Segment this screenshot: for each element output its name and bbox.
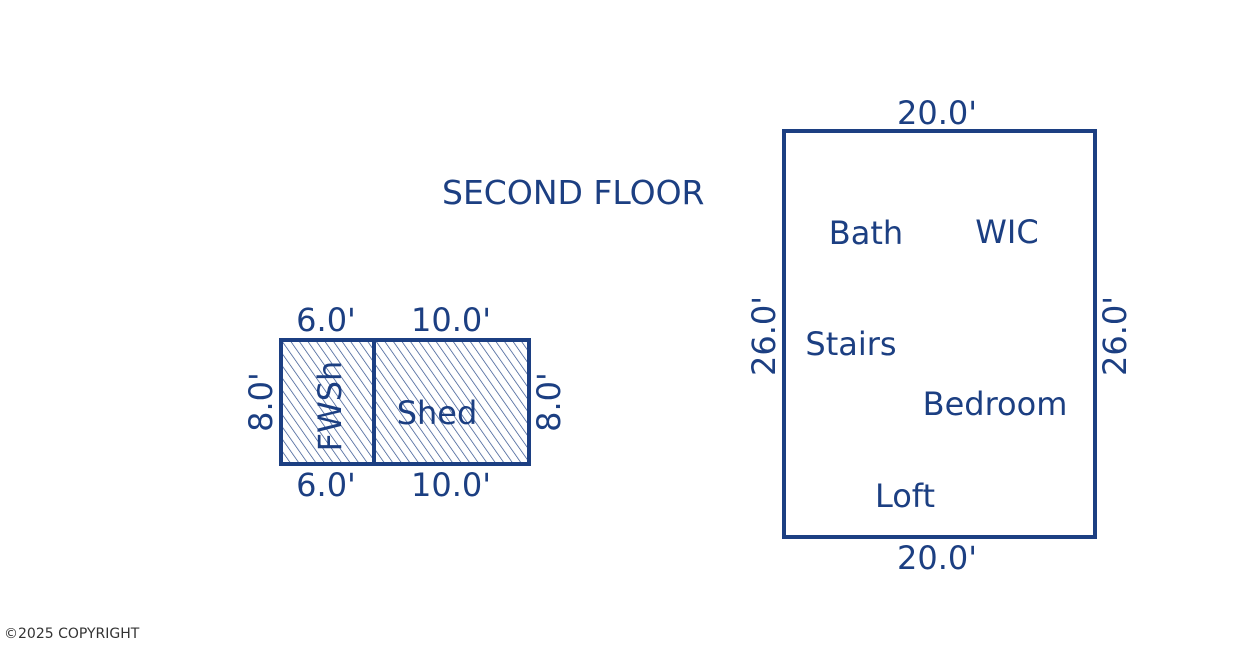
room-stairs: Stairs [805, 325, 896, 363]
outbuilding: 6.0' 10.0' 6.0' 10.0' 8.0' 8.0' FWSh She… [242, 301, 568, 504]
second-floor-plan: 20.0' 20.0' 26.0' 26.0' Bath WIC Stairs … [745, 94, 1134, 577]
shed-label: Shed [397, 394, 478, 432]
fwsh-left-dimension: 8.0' [242, 372, 280, 432]
room-bath: Bath [829, 214, 903, 252]
fwsh-area [281, 340, 374, 464]
second-floor-left-dimension: 26.0' [745, 296, 783, 376]
fwsh-top-dimension: 6.0' [296, 301, 356, 339]
room-wic: WIC [975, 213, 1038, 251]
second-floor-outline [782, 129, 1097, 539]
fwsh-label: FWSh [311, 361, 349, 452]
second-floor-right-dimension: 26.0' [1096, 296, 1134, 376]
fwsh-bottom-dimension: 6.0' [296, 466, 356, 504]
shed-top-dimension: 10.0' [411, 301, 491, 339]
room-bedroom: Bedroom [923, 385, 1068, 423]
copyright-notice: ©2025 COPYRIGHT [4, 626, 140, 642]
shed-area [374, 340, 529, 464]
floor-title: SECOND FLOOR [442, 173, 704, 212]
second-floor-bottom-dimension: 20.0' [897, 539, 977, 577]
shed-bottom-dimension: 10.0' [411, 466, 491, 504]
outbuilding-outline [279, 338, 531, 466]
shed-right-dimension: 8.0' [530, 372, 568, 432]
second-floor-top-dimension: 20.0' [897, 94, 977, 132]
room-loft: Loft [875, 477, 935, 515]
